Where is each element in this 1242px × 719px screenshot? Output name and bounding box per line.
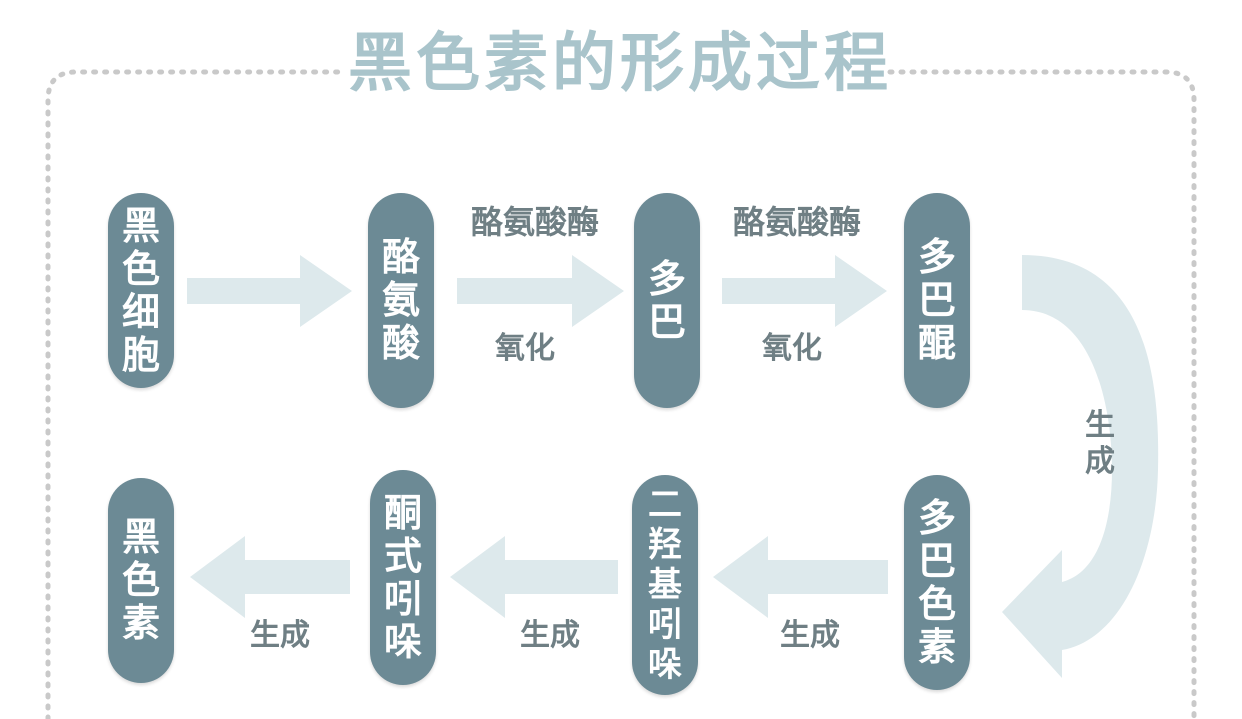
node-char: 巴: [647, 299, 686, 344]
arrow-dihydroxyindole-to-indolequinone: [450, 536, 618, 618]
node-char: 素: [121, 601, 160, 645]
node-char: 酪: [381, 235, 420, 279]
node-indolequinone: 酮式吲哚: [370, 470, 436, 685]
node-char: 羟: [648, 525, 682, 565]
node-char: 式: [383, 533, 422, 578]
diagram-title: 黑色素的形成过程: [348, 27, 892, 101]
node-char: 酮: [383, 490, 422, 535]
label-oxidation-1: 氧化: [495, 331, 555, 366]
node-char: 基: [648, 565, 682, 605]
node-dopaquinone: 多巴醌: [904, 193, 970, 408]
node-char: 氨: [381, 278, 420, 322]
node-char: 吲: [383, 576, 422, 621]
node-char: 黑: [121, 515, 160, 559]
label-oxidation-2: 氧化: [762, 331, 822, 366]
node-char: 巴: [917, 278, 956, 322]
curved-arrow-dopaquinone-to-dopachrome: [1002, 255, 1159, 678]
node-char: 吲: [648, 605, 682, 645]
label-generate-1: 生成: [780, 618, 840, 653]
label-generate-curve: 生成: [1085, 408, 1115, 479]
node-char: 多: [647, 256, 686, 301]
arrow-melanocyte-to-tyrosine: [187, 255, 352, 327]
node-char: 细: [121, 289, 160, 334]
arrow-dopachrome-to-dihydroxyindole: [713, 536, 888, 618]
arrow-tyrosine-to-dopa: [457, 255, 624, 327]
label-tyrosinase-1: 酪氨酸酶: [470, 203, 599, 241]
node-char: 多: [917, 495, 956, 540]
node-char: 巴: [917, 538, 956, 583]
node-melanin: 黑色素: [108, 478, 174, 683]
node-dihydroxyindole: 二羟基吲哚: [632, 475, 698, 695]
node-dopa: 多巴: [634, 193, 700, 408]
arrow-dopa-to-dopaquinone: [722, 255, 887, 327]
node-dopachrome: 多巴色素: [904, 475, 970, 690]
node-char: 色: [121, 246, 160, 291]
label-generate-2: 生成: [520, 618, 580, 653]
node-char: 素: [917, 624, 956, 669]
node-char: 色: [917, 581, 956, 626]
node-char: 哚: [383, 619, 422, 664]
node-char: 醌: [917, 321, 956, 365]
node-char: 二: [648, 485, 682, 525]
node-char: 多: [917, 235, 956, 279]
label-tyrosinase-2: 酪氨酸酶: [732, 203, 861, 241]
label-generate-3: 生成: [250, 618, 310, 653]
node-char: 色: [121, 558, 160, 602]
node-char: 酸: [381, 321, 420, 365]
node-char: 胞: [121, 332, 160, 377]
dotted-border: [45, 69, 1197, 719]
node-char: 黑: [121, 203, 160, 248]
node-char: 哚: [648, 645, 682, 685]
node-melanocyte: 黑色细胞: [108, 193, 174, 388]
node-tyrosine: 酪氨酸: [368, 193, 434, 408]
arrow-indolequinone-to-melanin: [190, 536, 350, 618]
